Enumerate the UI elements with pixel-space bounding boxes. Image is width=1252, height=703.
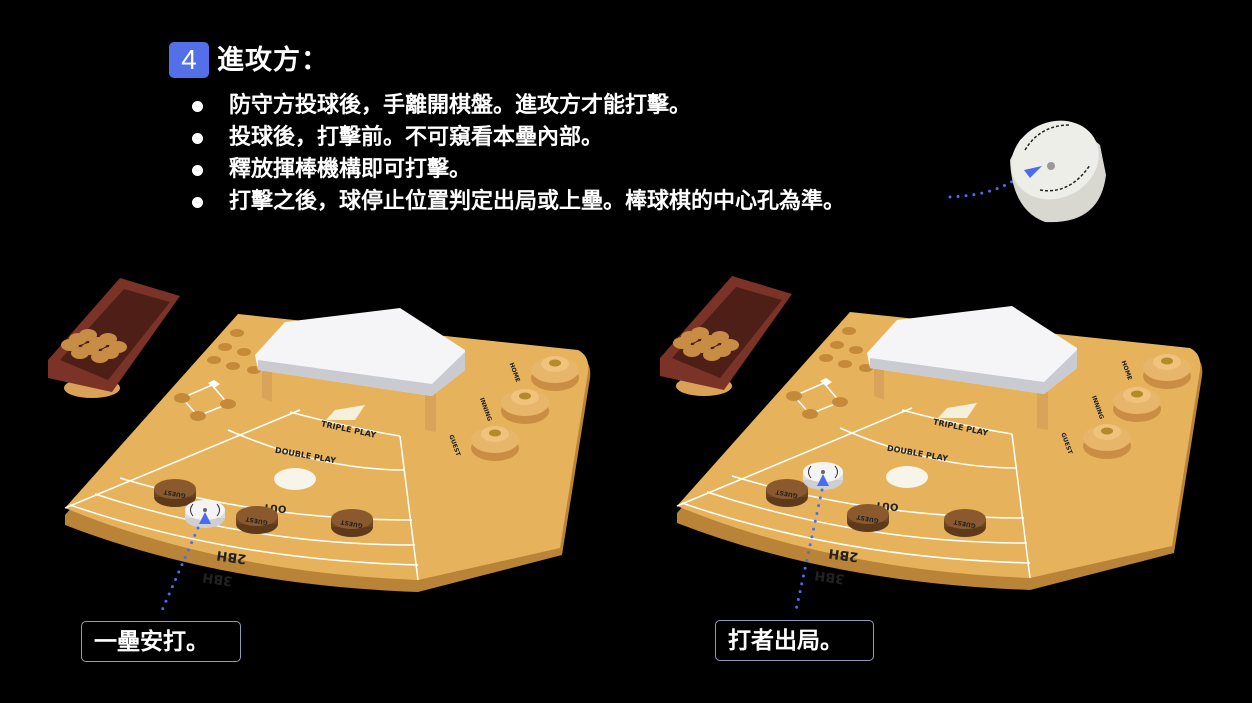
- callout-batter-out: 打者出局。: [715, 620, 874, 661]
- label-3bh: 3BH: [814, 567, 846, 586]
- field-line: [289, 411, 401, 437]
- ball-closeup-seam: [1024, 124, 1091, 192]
- step-number-badge: 4: [169, 42, 209, 78]
- runner-piece: [236, 506, 278, 526]
- field-line: [681, 502, 1031, 564]
- home-plate-cover-side: [258, 352, 465, 396]
- base-hole: [174, 393, 190, 403]
- spare-piece: [109, 341, 127, 353]
- score-hole: [237, 348, 251, 356]
- puck-label: GUEST: [244, 515, 268, 526]
- house-wall-right: [1037, 390, 1048, 430]
- runner-piece: [847, 504, 889, 524]
- spare-piece: [99, 333, 117, 345]
- score-hole: [830, 341, 844, 349]
- label-2bh: 2BH: [216, 547, 248, 566]
- score-hole: [226, 362, 240, 370]
- ball-closeup: [1010, 120, 1106, 223]
- ball-center-hole: [821, 470, 825, 474]
- counter-dial-center: [1101, 427, 1113, 435]
- field-line: [69, 504, 419, 566]
- ball-closeup-center-hole: [1047, 162, 1055, 170]
- base-hole: [220, 399, 236, 409]
- rule-item: 防守方投球後，手離開棋盤。進攻方才能打擊。: [190, 90, 845, 122]
- pitch-spot: [886, 466, 928, 488]
- pitch-spot: [274, 468, 316, 490]
- runner-piece: [154, 479, 196, 499]
- base-hole: [802, 409, 818, 419]
- pointer-line: [948, 170, 1027, 199]
- field-line: [839, 427, 1018, 469]
- puck-label: GUEST: [162, 488, 186, 499]
- label-2bh: 2BH: [828, 545, 860, 564]
- score-hole: [819, 354, 833, 362]
- pointer-arrow-icon: [199, 512, 211, 524]
- tray-inside: [60, 289, 170, 380]
- house-wall-right: [425, 392, 436, 432]
- puck-label: GUEST: [952, 518, 976, 529]
- pointer-arrow-icon: [1024, 166, 1042, 178]
- score-hole: [218, 343, 232, 351]
- base-hole: [786, 391, 802, 401]
- counter-dial-center: [1131, 390, 1143, 398]
- foul-line: [1011, 433, 1031, 579]
- base-hole: [190, 411, 206, 421]
- callout-single-hit: 一壘安打。: [81, 621, 241, 662]
- house-wall-left: [262, 370, 272, 402]
- score-hole: [247, 366, 261, 374]
- house-wall-left: [874, 368, 884, 400]
- puck-label: GUEST: [339, 518, 363, 529]
- board-surface: [677, 312, 1201, 578]
- home-plate-marker: [820, 378, 832, 386]
- counter-dial-center: [549, 359, 561, 367]
- foul-line: [399, 435, 419, 581]
- rule-item: 投球後，打擊前。不可窺看本壘內部。: [190, 122, 845, 154]
- pointer-line: [793, 488, 824, 617]
- spare-piece: [691, 327, 709, 339]
- puck-label: GUEST: [855, 513, 879, 524]
- home-plate-marker: [208, 380, 220, 388]
- label-3bh: 3BH: [202, 569, 234, 588]
- pointer-line: [158, 526, 200, 617]
- score-hole: [207, 356, 221, 364]
- home-plate-cover-side: [870, 350, 1077, 394]
- pointer-arrow-icon: [817, 474, 829, 486]
- counter-dial-center: [1161, 357, 1173, 365]
- score-hole: [838, 360, 852, 368]
- slide-title: 進攻方：: [217, 45, 329, 76]
- ball-seam: [190, 503, 220, 517]
- score-hole: [859, 364, 873, 372]
- runner-piece: [944, 509, 986, 529]
- rule-item: 釋放揮棒機構即可打擊。: [190, 154, 845, 186]
- field-line: [227, 429, 406, 471]
- score-hole: [230, 329, 244, 337]
- foul-line: [64, 409, 301, 509]
- spare-piece: [79, 329, 97, 341]
- foul-line: [676, 407, 913, 507]
- score-hole: [842, 327, 856, 335]
- counter-dial-center: [519, 392, 531, 400]
- ball-seam: [808, 465, 838, 479]
- batter-lane: [326, 405, 365, 420]
- runner-piece: [331, 509, 373, 529]
- runner-piece: [766, 479, 808, 499]
- batter-lane: [938, 403, 977, 418]
- score-hole: [849, 346, 863, 354]
- spare-piece: [711, 331, 729, 343]
- ball-center-hole: [203, 508, 207, 512]
- spare-piece: [721, 339, 739, 351]
- base-hole: [832, 397, 848, 407]
- tray-inside: [672, 287, 782, 378]
- rule-item: 打擊之後，球停止位置判定出局或上壘。棒球棋的中心孔為準。: [190, 186, 845, 218]
- puck-label: GUEST: [774, 488, 798, 499]
- rules-list: 防守方投球後，手離開棋盤。進攻方才能打擊。 投球後，打擊前。不可窺看本壘內部。 …: [190, 90, 845, 218]
- counter-dial-center: [489, 429, 501, 437]
- field-line: [901, 409, 1013, 435]
